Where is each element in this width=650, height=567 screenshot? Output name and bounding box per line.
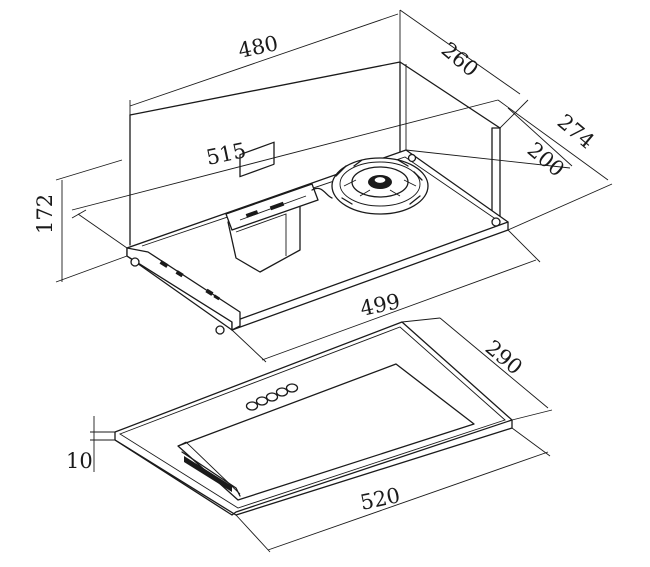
button-3 (265, 392, 279, 402)
button-2 (255, 396, 269, 406)
label-480: 480 (236, 31, 280, 63)
fan-motor (331, 157, 429, 215)
label-499: 499 (358, 289, 402, 321)
button-5 (285, 383, 299, 393)
label-200: 200 (523, 137, 569, 181)
label-10: 10 (66, 449, 93, 473)
dimension-lines-upper (55, 9, 613, 363)
hood-body (126, 61, 509, 335)
dimension-lines-lower (90, 317, 553, 553)
label-274: 274 (553, 109, 599, 153)
label-172: 172 (33, 194, 57, 234)
button-1 (245, 401, 259, 411)
control-buttons (245, 383, 299, 411)
label-520: 520 (358, 483, 402, 515)
label-260: 260 (437, 37, 483, 81)
label-290: 290 (481, 335, 527, 379)
button-4 (275, 387, 289, 397)
glass-panel (114, 321, 513, 516)
